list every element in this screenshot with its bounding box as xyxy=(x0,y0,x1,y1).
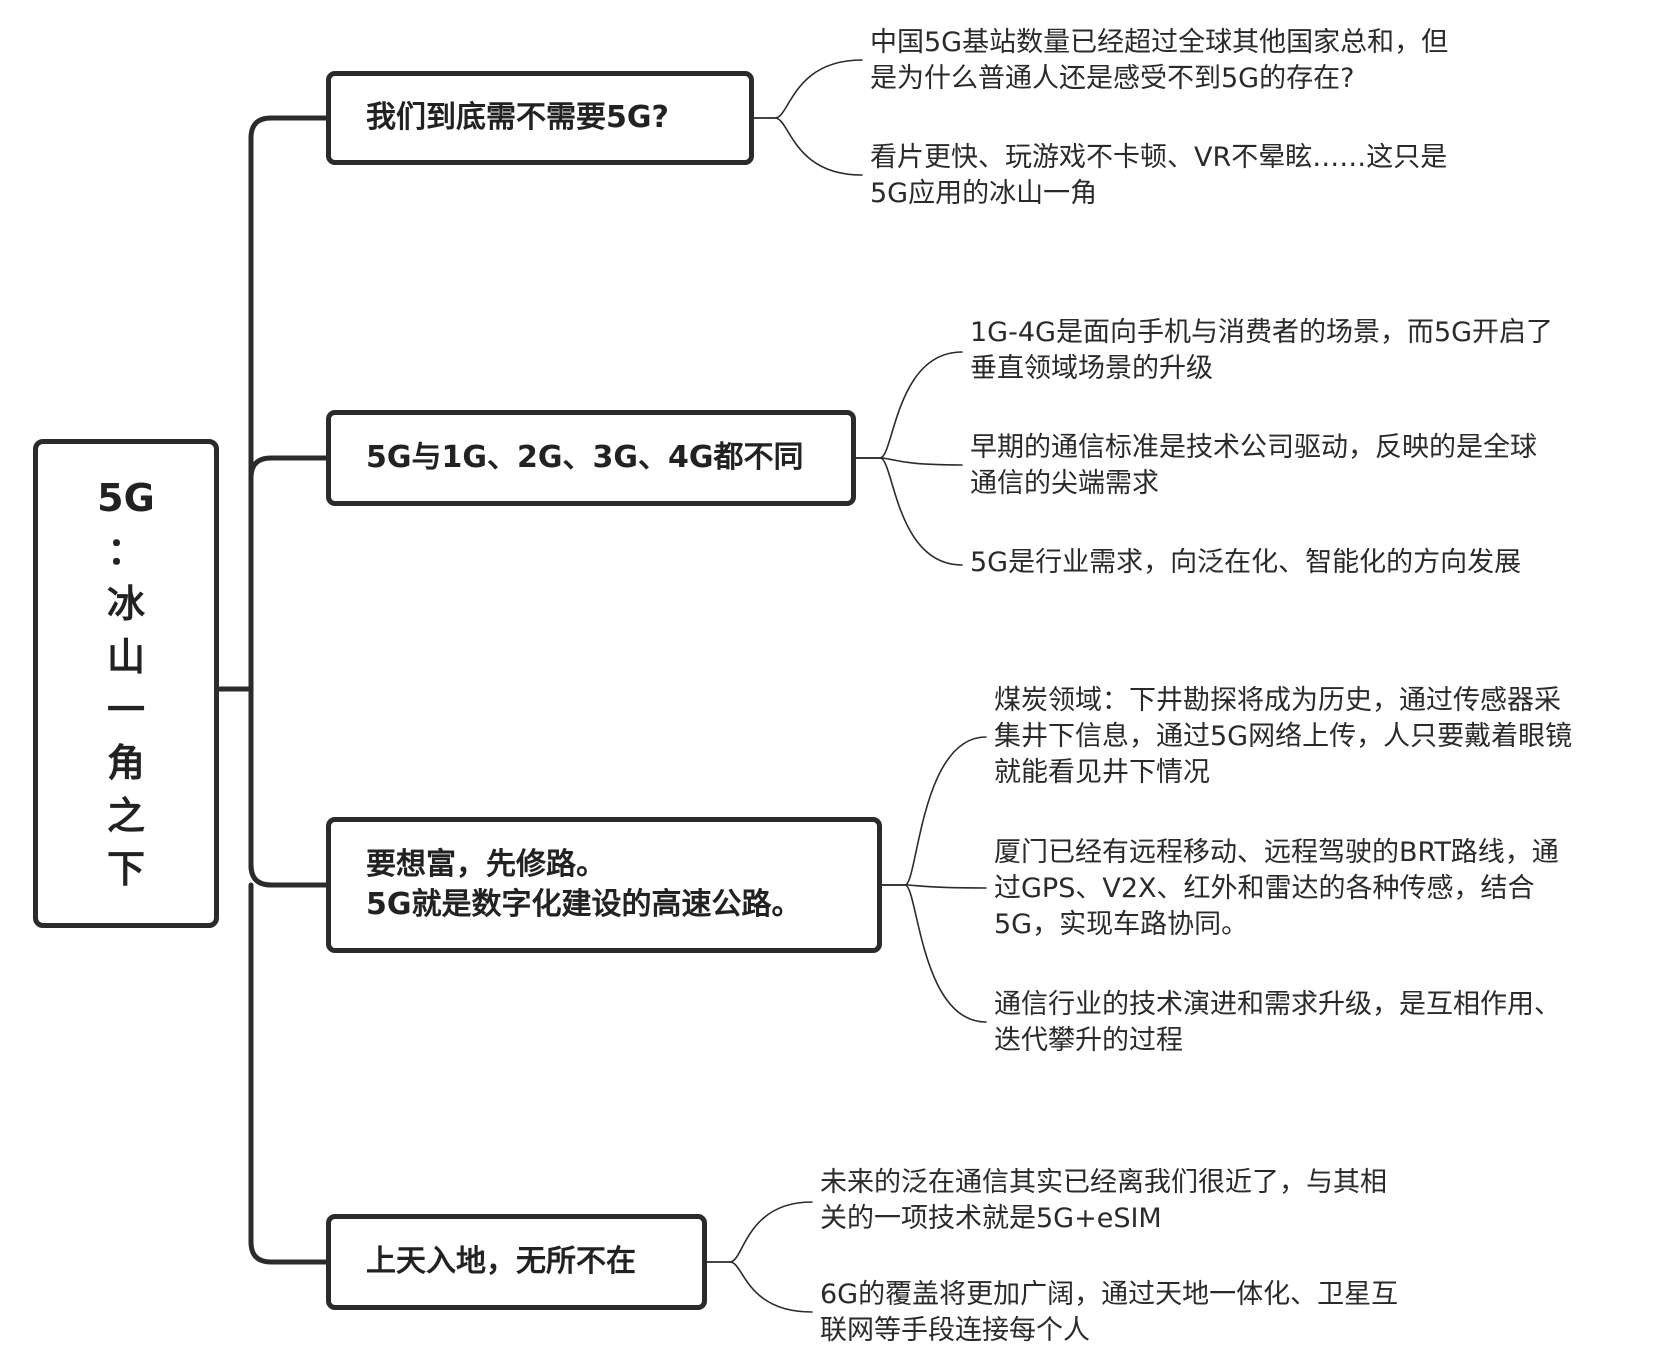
branch-line-topic-4 xyxy=(248,1239,331,1265)
leaf-text-line: 看片更快、玩游戏不卡顿、VR不晕眩……这只是 xyxy=(870,142,1448,173)
leaf-connector-1 xyxy=(753,59,863,119)
topic-box-3[interactable]: 要想富，先修路。 5G就是数字化建设的高速公路。 xyxy=(326,817,882,953)
leaf-text-line: 关的一项技术就是5G+eSIM xyxy=(820,1203,1162,1234)
topic-box-2[interactable]: 5G与1G、2G、3G、4G都不同 xyxy=(326,410,856,506)
leaf-text-line: 厦门已经有远程移动、远程驾驶的BRT路线，通 xyxy=(994,837,1559,868)
leaf-text-line: 1G-4G是面向手机与消费者的场景，而5G开启了 xyxy=(970,317,1554,348)
leaf-text-line: 6G的覆盖将更加广阔，通过天地一体化、卫星互 xyxy=(820,1279,1399,1310)
root-title-char: 下 xyxy=(106,846,145,891)
root-title-char: 一 xyxy=(106,687,145,732)
topic-label: 上天入地，无所不在 xyxy=(366,1244,636,1279)
root-title-char: 5G xyxy=(97,475,155,520)
topic-label: 5G就是数字化建设的高速公路。 xyxy=(366,887,802,922)
leaf-node-2-3[interactable]: 5G是行业需求，向泛在化、智能化的方向发展 xyxy=(970,545,1521,581)
root-title-char: 冰 xyxy=(106,581,145,626)
leaf-text-line: 中国5G基站数量已经超过全球其他国家总和，但 xyxy=(870,27,1449,58)
topic-label: 要想富，先修路。 xyxy=(366,847,606,882)
leaf-text-line: 通信行业的技术演进和需求升级，是互相作用、 xyxy=(994,989,1561,1020)
leaf-text-line: 是为什么普通人还是感受不到5G的存在? xyxy=(870,63,1355,94)
leaf-text-line: 联网等手段连接每个人 xyxy=(820,1315,1090,1346)
leaf-text-line: 早期的通信标准是技术公司驱动，反映的是全球 xyxy=(970,432,1537,463)
leaf-connector-6 xyxy=(881,736,987,886)
leaf-text-line: 垂直领域场景的升级 xyxy=(970,353,1213,384)
leaf-connector-2 xyxy=(753,117,863,176)
root-title-char: ： xyxy=(106,528,145,573)
leaf-node-3-1[interactable]: 煤炭领域：下井勘探将成为历史，通过传感器采 集井下信息，通过5G网络上传，人只要… xyxy=(994,683,1572,791)
topic-box-1[interactable]: 我们到底需不需要5G? xyxy=(326,71,754,165)
leaf-text-line: 集井下信息，通过5G网络上传，人只要戴着眼镜 xyxy=(994,721,1573,752)
leaf-node-4-1[interactable]: 未来的泛在通信其实已经离我们很近了，与其相 关的一项技术就是5G+eSIM xyxy=(820,1165,1387,1237)
leaf-connector-8 xyxy=(881,884,987,1023)
leaf-text-line: 未来的泛在通信其实已经离我们很近了，与其相 xyxy=(820,1167,1387,1198)
leaf-connector-9 xyxy=(706,1201,813,1263)
leaf-node-3-3[interactable]: 通信行业的技术演进和需求升级，是互相作用、 迭代攀升的过程 xyxy=(994,987,1561,1059)
topic-label: 我们到底需不需要5G? xyxy=(366,100,669,135)
leaf-node-1-1[interactable]: 中国5G基站数量已经超过全球其他国家总和，但 是为什么普通人还是感受不到5G的存… xyxy=(870,25,1448,97)
root-title-char: 之 xyxy=(106,793,145,838)
root-title-char: 山 xyxy=(106,634,145,679)
leaf-text-line: 就能看见井下情况 xyxy=(994,757,1210,788)
leaf-connector-5 xyxy=(855,457,963,566)
leaf-node-3-2[interactable]: 厦门已经有远程移动、远程驾驶的BRT路线，通 过GPS、V2X、红外和雷达的各种… xyxy=(994,835,1559,943)
root-title-char: 角 xyxy=(106,740,145,785)
topic-label: 5G与1G、2G、3G、4G都不同 xyxy=(366,440,804,475)
leaf-connector-10 xyxy=(706,1261,813,1313)
root-topic-box[interactable]: 5G ： 冰 山 一 角 之 下 xyxy=(33,439,219,928)
leaf-text-line: 过GPS、V2X、红外和雷达的各种传感，结合 xyxy=(994,873,1535,904)
trunk-line xyxy=(248,115,274,888)
leaf-connector-4 xyxy=(855,457,963,466)
topic-box-4[interactable]: 上天入地，无所不在 xyxy=(326,1214,707,1310)
leaf-node-1-2[interactable]: 看片更快、玩游戏不卡顿、VR不晕眩……这只是 5G应用的冰山一角 xyxy=(870,140,1447,212)
leaf-text-line: 通信的尖端需求 xyxy=(970,468,1159,499)
leaf-connector-3 xyxy=(855,351,963,459)
leaf-node-4-2[interactable]: 6G的覆盖将更加广阔，通过天地一体化、卫星互 联网等手段连接每个人 xyxy=(820,1277,1398,1349)
branch-line-topic-3 xyxy=(248,862,331,888)
leaf-node-2-1[interactable]: 1G-4G是面向手机与消费者的场景，而5G开启了 垂直领域场景的升级 xyxy=(970,315,1553,387)
leaf-text-line: 5G，实现车路协同。 xyxy=(994,909,1249,940)
leaf-node-2-2[interactable]: 早期的通信标准是技术公司驱动，反映的是全球 通信的尖端需求 xyxy=(970,430,1537,502)
leaf-text-line: 煤炭领域：下井勘探将成为历史，通过传感器采 xyxy=(994,685,1561,716)
leaf-text-line: 5G应用的冰山一角 xyxy=(870,178,1098,209)
leaf-text-line: 迭代攀升的过程 xyxy=(994,1025,1183,1056)
branch-line-topic-2 xyxy=(248,455,331,481)
leaf-text-line: 5G是行业需求，向泛在化、智能化的方向发展 xyxy=(970,547,1522,578)
